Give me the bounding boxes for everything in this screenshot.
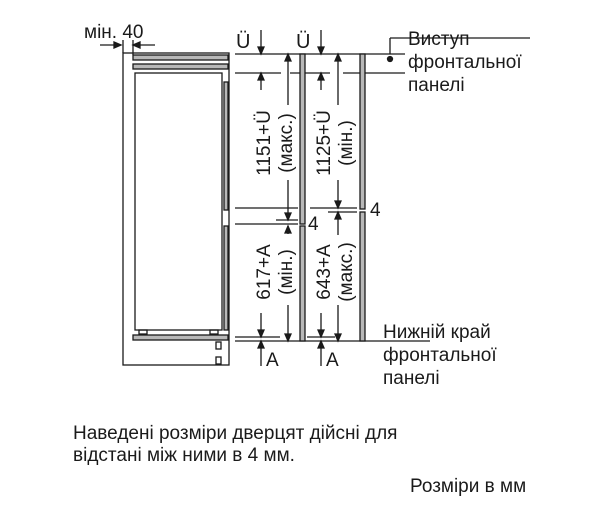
- u-label-right: Ü: [296, 31, 310, 53]
- bottom-edge-label-2: фронтальної: [383, 345, 497, 366]
- gap-label-right: 4: [370, 200, 381, 221]
- top-panel-1: [132, 54, 229, 61]
- dim-upper-right-value: 1125+Ü: [314, 110, 335, 176]
- units-note: Розміри в мм: [410, 476, 527, 497]
- dim-lower-right-value: 643+A: [314, 244, 335, 300]
- door-note-line-2: відстані між ними в 4 мм.: [73, 445, 295, 466]
- a-label-right: A: [326, 350, 339, 371]
- protrusion-label-3: панелі: [408, 75, 465, 96]
- appliance-body: [134, 72, 223, 331]
- bottom-panel: [132, 334, 229, 341]
- dim-upper-right-note: (мін.): [336, 120, 357, 166]
- door-note-line-1: Наведені розміри дверцят дійсні для: [73, 423, 398, 444]
- front-panel-left-upper: [299, 53, 306, 225]
- front-panel-right-lower: [359, 211, 366, 342]
- u-label-left: Ü: [236, 31, 250, 53]
- min-gap-label: мін. 40: [84, 22, 143, 43]
- gap-label-left: 4: [308, 214, 319, 235]
- front-panel-left-lower: [299, 225, 306, 342]
- protrusion-label-2: фронтальної: [408, 52, 522, 73]
- niche-outline: [122, 52, 230, 366]
- protrusion-label-1: Виступ: [408, 29, 470, 50]
- upper-door-strip: [223, 81, 229, 211]
- bottom-edge-label-3: панелі: [383, 368, 440, 389]
- top-panel-2: [132, 63, 229, 70]
- a-label-left: A: [266, 350, 279, 371]
- dim-lower-left-note: (мін.): [276, 249, 297, 295]
- dim-lower-right-note: (макс.): [336, 242, 357, 302]
- bottom-edge-label-1: Нижній край: [383, 322, 491, 343]
- dim-upper-left-note: (макс.): [276, 113, 297, 173]
- dim-upper-left-value: 1151+Ü: [254, 110, 275, 176]
- lower-door-strip: [223, 225, 229, 331]
- dim-lower-left-value: 617+A: [254, 244, 275, 300]
- front-panel-right-upper: [359, 53, 366, 210]
